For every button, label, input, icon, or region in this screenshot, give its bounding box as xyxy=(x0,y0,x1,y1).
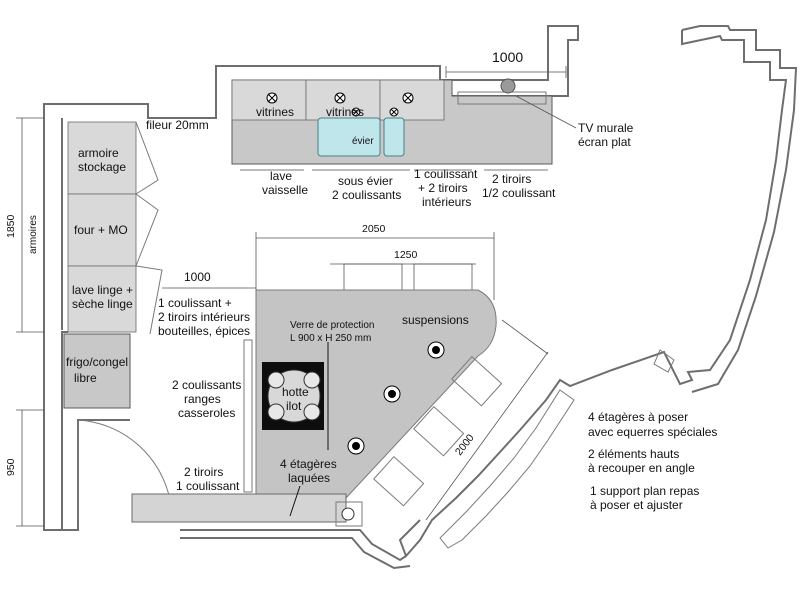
hob-icon-5 xyxy=(389,107,399,117)
coulissant-label-3: intérieurs xyxy=(422,195,471,209)
island-side-panel xyxy=(243,339,253,493)
four-mo-label: four + MO xyxy=(74,223,128,237)
frigo-cabinet xyxy=(63,333,131,409)
hob-icon-3 xyxy=(402,92,414,104)
tv-marker xyxy=(500,78,516,94)
stool-1 xyxy=(343,263,403,291)
casseroles-label-3: casseroles xyxy=(178,406,235,420)
sous-evier-label-1: sous évier xyxy=(338,174,393,188)
etageres-leader xyxy=(289,485,301,517)
stool-2 xyxy=(413,263,473,291)
dim-tick xyxy=(501,319,549,355)
door-lave-linge xyxy=(135,265,163,335)
stool-3 xyxy=(451,356,503,407)
tv-mount xyxy=(457,91,547,105)
verre-label-1: Verre de protection xyxy=(290,320,375,331)
tv-label-line2: écran plat xyxy=(578,135,631,149)
wall-outline-right xyxy=(398,30,788,558)
dim-1000-mid-label: 1000 xyxy=(184,270,211,284)
coulissant-label-2: + 2 tiroirs xyxy=(418,181,468,195)
lave-vaisselle-label-2: vaisselle xyxy=(262,183,308,197)
hood-mark xyxy=(267,403,285,421)
note-3-line-2: à poser et ajuster xyxy=(590,498,683,512)
dim-1250-label: 1250 xyxy=(394,249,418,261)
note-1-line-1: 4 étagères à poser xyxy=(588,410,688,424)
corner-circle xyxy=(341,507,355,521)
door-armoire xyxy=(135,121,159,195)
armoire-stockage-cabinet xyxy=(67,121,137,195)
lave-linge-label-2: sèche linge xyxy=(72,297,133,311)
etageres-label-1: 4 étagères xyxy=(280,457,337,471)
door-swing-arc xyxy=(77,419,171,501)
hotte-label-2: ilot xyxy=(286,399,302,413)
frigo-label-1: frigo/congel xyxy=(66,355,128,369)
sink-basin-left xyxy=(317,117,381,157)
sink-basin-right xyxy=(383,117,405,157)
note-1-line-2: avec equerres spéciales xyxy=(588,425,717,439)
suspension-light-icon-3 xyxy=(347,437,365,455)
vitrines-label-1: vitrines xyxy=(256,105,294,119)
suspensions-label: suspensions xyxy=(402,313,469,327)
armoire-label-1: armoire xyxy=(78,146,119,160)
hob-icon-2 xyxy=(334,92,346,104)
bouteilles-label-3: bouteilles, épices xyxy=(158,324,250,338)
wall-outline-right-inner xyxy=(681,25,798,393)
hood-mark xyxy=(303,403,321,421)
bouteilles-label-2: 2 tiroirs intérieurs xyxy=(158,310,250,324)
casseroles-label-2: ranges xyxy=(184,392,221,406)
casseroles-label-1: 2 coulissants xyxy=(172,378,241,392)
stool-5 xyxy=(373,456,425,507)
dim-2000-label: 2000 xyxy=(453,432,477,458)
hood-mark xyxy=(303,371,321,389)
frigo-label-2: libre xyxy=(74,371,97,385)
door-four xyxy=(135,193,159,267)
dim-line-2000 xyxy=(425,351,549,521)
tv-label-line1: TV murale xyxy=(578,121,634,135)
four-mo-cabinet xyxy=(67,193,137,267)
dim-950-label: 950 xyxy=(5,458,17,476)
hob-icon-4 xyxy=(351,107,361,117)
dim-1000-top-label: 1000 xyxy=(492,49,523,65)
wall-outline-bottom xyxy=(180,529,411,570)
suspension-light-icon-2 xyxy=(383,385,401,403)
etageres-label-2: laquées xyxy=(288,471,330,485)
tiroirs-label-2: 1/2 coulissant xyxy=(482,186,556,200)
dim-1850-label: 1850 xyxy=(5,214,17,238)
tiroirs-bas-label-2: 1 coulissant xyxy=(176,479,240,493)
hotte-label-1: hotte xyxy=(282,385,309,399)
bottom-counter xyxy=(131,493,347,523)
bottom-corner-unit xyxy=(335,501,363,527)
fileur-label: fileur 20mm xyxy=(146,118,209,132)
note-3-line-1: 1 support plan repas xyxy=(590,484,699,498)
verre-label-2: L 900 x H 250 mm xyxy=(290,333,371,344)
evier-label: évier xyxy=(352,136,374,147)
lave-linge-label-1: lave linge + xyxy=(72,283,133,297)
tiroirs-bas-label-1: 2 tiroirs xyxy=(184,465,223,479)
hood-mark xyxy=(267,371,285,389)
right-shelf-window xyxy=(653,349,675,373)
wall-lower-left xyxy=(61,410,130,531)
bouteilles-label-1: 1 coulissant + xyxy=(158,296,232,310)
dim-2050-label: 2050 xyxy=(362,223,386,235)
wall-outline-left xyxy=(43,118,68,531)
note-2-line-2: à recouper en angle xyxy=(588,461,695,475)
suspension-light-icon-1 xyxy=(427,341,445,359)
armoires-label: armoires xyxy=(28,215,39,254)
lave-linge-cabinet xyxy=(67,265,137,333)
armoire-label-2: stockage xyxy=(78,160,126,174)
sous-evier-label-2: 2 coulissants xyxy=(332,188,401,202)
tv-leader-line xyxy=(515,95,577,129)
coulissant-label-1: 1 coulissant xyxy=(414,167,478,181)
lave-vaisselle-label-1: lave xyxy=(270,169,292,183)
stool-4 xyxy=(413,406,465,457)
note-2-line-1: 2 éléments hauts xyxy=(588,447,679,461)
right-shelves xyxy=(439,389,575,549)
vitrines-label-2: vitrines xyxy=(326,105,364,119)
hob-icon-1 xyxy=(266,92,278,104)
tiroirs-label-1: 2 tiroirs xyxy=(492,172,531,186)
